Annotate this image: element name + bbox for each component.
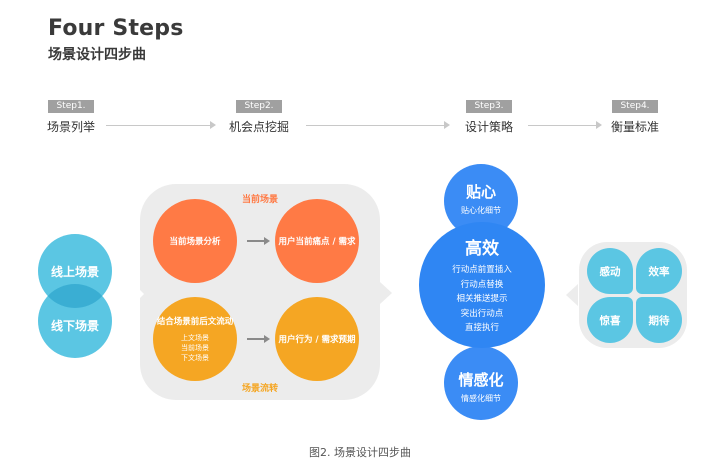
qinggan-circle: 情感化 情感化细节 <box>444 346 518 420</box>
arrow-right-top-icon <box>264 237 270 245</box>
scene-flow-header: 场景流转 <box>241 384 278 394</box>
current-scene-analysis-label: 当前场景分析 <box>169 237 221 247</box>
current-scene-analysis-circle: 当前场景分析 <box>153 199 237 283</box>
step2-label: 机会点挖掘 <box>228 120 289 134</box>
gaoxiao-title: 高效 <box>465 239 499 260</box>
step-arrow-2-icon <box>444 121 450 129</box>
step1-tag: Step1. <box>48 100 94 113</box>
user-behavior-label: 用户行为 / 需求预期 <box>278 335 356 345</box>
gaoxiao-item-1: 行动点前置插入 <box>452 265 512 276</box>
combine-flow-circle: 结合场景前后文流动 上文场景 当前场景 下文场景 <box>153 297 237 381</box>
measure-gandong-label: 感动 <box>599 265 621 278</box>
step3-tag: Step3. <box>466 100 512 113</box>
venn-overlap <box>38 284 112 308</box>
tiexin-title: 贴心 <box>465 182 496 201</box>
offline-scene-label: 线下场景 <box>50 318 99 333</box>
current-scene-header: 当前场景 <box>241 195 278 205</box>
step4-label: 衡量标准 <box>610 120 659 134</box>
measure-xiaolv: 效率 <box>636 248 682 294</box>
user-pain-circle: 用户当前痛点 / 需求 <box>275 199 359 283</box>
arrow-line-top <box>247 240 265 242</box>
panel-exit-arrow-icon <box>380 282 392 304</box>
figure-caption: 图2. 场景设计四步曲 <box>309 446 411 459</box>
step-arrow-1-icon <box>210 121 216 129</box>
tiexin-sub: 贴心化细节 <box>461 205 501 215</box>
arrow-line-bottom <box>247 338 265 340</box>
measure-jingxi: 惊喜 <box>587 297 633 343</box>
arrow-right-bottom-icon <box>264 335 270 343</box>
gaoxiao-item-4: 突出行动点 <box>460 308 504 319</box>
step4-tag: Step4. <box>612 100 658 113</box>
gaoxiao-item-2: 行动点替换 <box>460 279 504 290</box>
measure-xiaolv-label: 效率 <box>648 265 670 278</box>
page-subtitle: 场景设计四步曲 <box>48 47 146 63</box>
gaoxiao-item-3: 相关推送提示 <box>456 294 508 305</box>
user-pain-label: 用户当前痛点 / 需求 <box>278 237 356 247</box>
combine-flow-label: 结合场景前后文流动 <box>156 317 234 327</box>
combine-item-prev: 上文场景 <box>181 334 209 342</box>
step-connector-2 <box>306 125 444 126</box>
gaoxiao-item-5: 直接执行 <box>464 323 499 334</box>
combine-item-next: 下文场景 <box>181 354 209 362</box>
measure-arrow-icon <box>566 284 578 306</box>
measure-jingxi-label: 惊喜 <box>599 314 621 327</box>
measure-qidai: 期待 <box>636 297 682 343</box>
step3-label: 设计策略 <box>464 120 513 134</box>
step-connector-3 <box>528 125 596 126</box>
gaoxiao-circle: 高效 行动点前置插入 行动点替换 相关推送提示 突出行动点 直接执行 <box>419 222 545 348</box>
online-scene-label: 线上场景 <box>50 264 99 279</box>
qinggan-title: 情感化 <box>458 370 504 389</box>
qinggan-sub: 情感化细节 <box>461 393 501 403</box>
user-behavior-circle: 用户行为 / 需求预期 <box>275 297 359 381</box>
step2-tag: Step2. <box>236 100 282 113</box>
measure-gandong: 感动 <box>587 248 633 294</box>
measure-qidai-label: 期待 <box>648 314 670 327</box>
page-title: Four Steps <box>48 16 184 41</box>
step-connector-1 <box>106 125 210 126</box>
combine-item-current: 当前场景 <box>181 344 209 352</box>
panel-entry-notch-icon <box>134 284 144 304</box>
step-arrow-3-icon <box>596 121 602 129</box>
step1-label: 场景列举 <box>46 120 95 134</box>
